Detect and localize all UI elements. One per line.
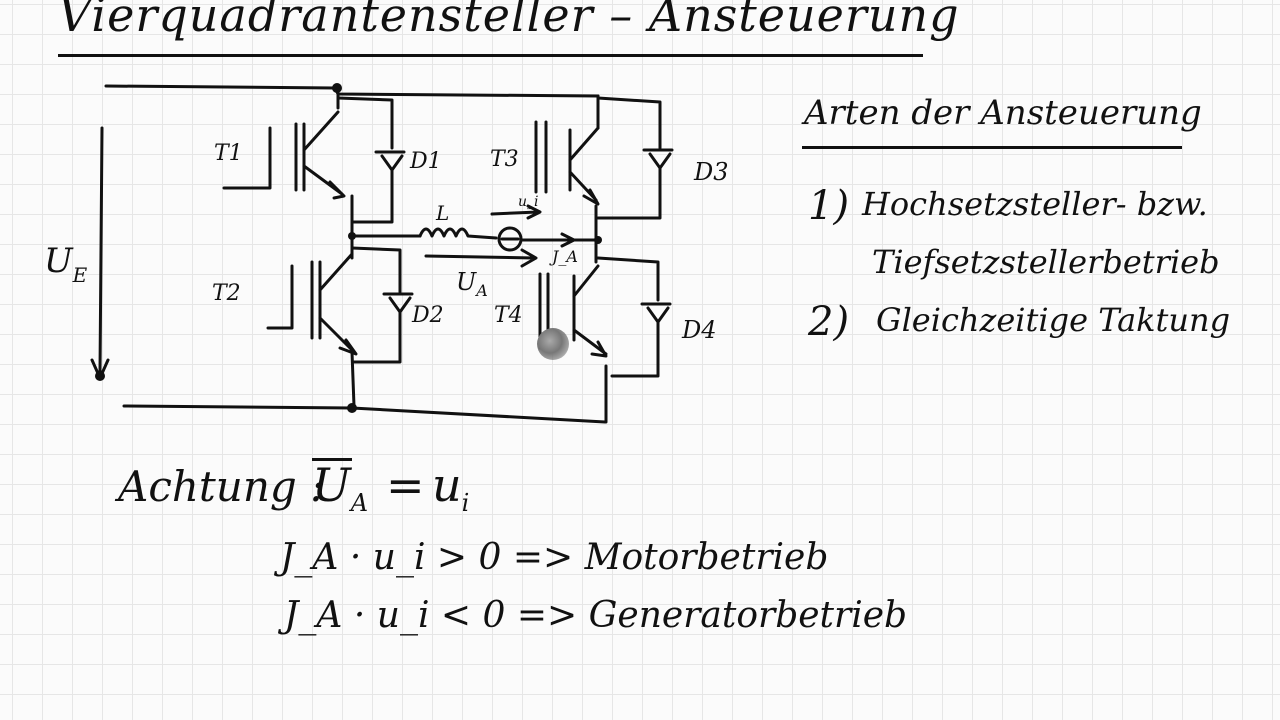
- t1-label: T1: [214, 141, 243, 166]
- t4-transistor-shape: [538, 264, 608, 358]
- output-current-label: J_A: [549, 247, 578, 266]
- d3-diode-shape: [596, 96, 674, 220]
- supply-voltage-label: UE: [44, 241, 88, 287]
- mean-value-overbar: [312, 458, 352, 461]
- t3-transistor-shape: [534, 120, 600, 206]
- t3-label: T3: [490, 147, 519, 172]
- generator-condition: J_A · u_i < 0 => Generatorbetrieb: [284, 595, 908, 636]
- t2-transistor-shape: [266, 252, 358, 356]
- method-2-text: Gleichzeitige Taktung: [876, 301, 1231, 339]
- method-1-text: Hochsetzsteller- bzw.: [862, 185, 1208, 223]
- d3-label: D3: [693, 158, 729, 186]
- note-label: Achtung :: [118, 462, 325, 511]
- method-2-number: 2): [808, 299, 850, 345]
- induced-voltage-arrow: [490, 204, 542, 220]
- induced-voltage-label: u_i: [518, 194, 539, 210]
- inductor-label: L: [435, 201, 449, 225]
- page-title: Vierquadrantensteller – Ansteuerung: [58, 0, 960, 42]
- method-1-number: 1): [808, 183, 850, 229]
- pointer-cursor: [537, 328, 569, 360]
- motor-condition: J_A · u_i > 0 => Motorbetrieb: [280, 537, 829, 578]
- d4-label: D4: [681, 316, 717, 344]
- method-1-continuation: Tiefsetzstellerbetrieb: [872, 243, 1220, 281]
- note-induced-voltage: ui: [432, 458, 470, 518]
- top-rail-node: [332, 83, 342, 93]
- output-voltage-label: UA: [456, 268, 488, 300]
- output-current-arrow: [534, 232, 576, 248]
- note-equals-sign: =: [386, 458, 425, 512]
- supply-bottom-node: [95, 371, 105, 381]
- d4-diode-shape: [596, 256, 672, 378]
- t2-label: T2: [212, 281, 241, 306]
- d2-diode-shape: [350, 246, 414, 364]
- t4-label: T4: [494, 303, 523, 328]
- d1-diode-shape: [336, 96, 406, 224]
- inductor-symbol: [418, 227, 498, 240]
- bottom-rail-node: [347, 403, 357, 413]
- right-midpoint-node: [594, 236, 602, 244]
- methods-heading: Arten der Ansteuerung: [804, 93, 1202, 133]
- output-voltage-arrow: [424, 248, 538, 268]
- supply-arrow: [90, 126, 110, 380]
- left-midpoint-node: [348, 232, 356, 240]
- right-leg-wire: [594, 94, 608, 424]
- d2-label: D2: [411, 303, 444, 328]
- top-rail: [104, 84, 600, 98]
- bottom-rail: [122, 404, 607, 424]
- left-leg-wire: [336, 90, 356, 408]
- note-mean-output-voltage: UA: [312, 458, 369, 518]
- methods-underline: [802, 146, 1182, 149]
- title-underline: [58, 54, 923, 57]
- t1-transistor-shape: [222, 110, 346, 200]
- d1-label: D1: [409, 149, 442, 174]
